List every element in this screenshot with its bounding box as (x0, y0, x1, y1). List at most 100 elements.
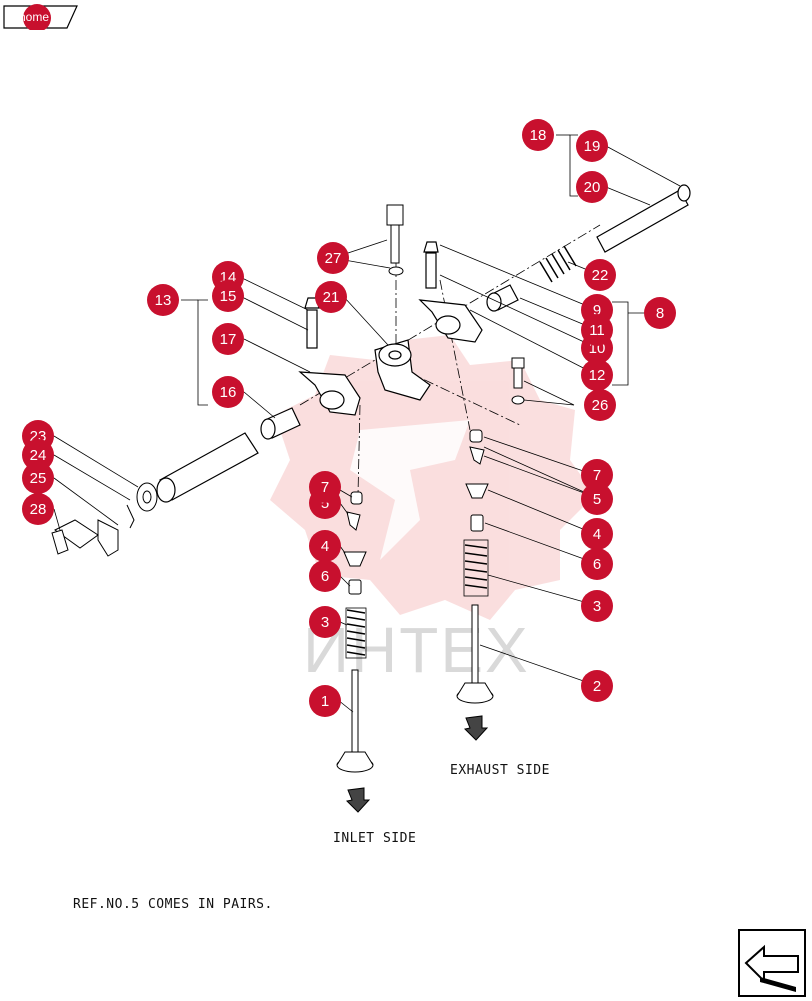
callout-bubble[interactable] (212, 376, 244, 408)
side-bolt (511, 357, 525, 405)
callout-number[interactable]: 26 (592, 397, 609, 414)
callout-number[interactable]: 2 (593, 678, 601, 695)
callout-19[interactable]: 19 (576, 130, 608, 162)
callout-number[interactable]: 21 (323, 289, 340, 306)
inlet-rocker-arm (298, 297, 361, 416)
inlet-side-label: INLET SIDE (333, 831, 417, 846)
callout-11[interactable]: 11 (581, 314, 613, 346)
callout-bubble[interactable] (581, 670, 613, 702)
callout-3[interactable]: 3 (309, 606, 341, 638)
callout-21[interactable]: 21 (315, 281, 347, 313)
callout-bubble[interactable] (147, 284, 179, 316)
callout-bubble[interactable] (212, 280, 244, 312)
callout-bubble[interactable] (581, 459, 613, 491)
callout-6[interactable]: 6 (309, 560, 341, 592)
callout-24[interactable]: 24 (22, 439, 54, 471)
callout-number[interactable]: 28 (30, 501, 47, 518)
callout-number[interactable]: 18 (530, 127, 547, 144)
callout-bubble[interactable] (309, 606, 341, 638)
callout-2[interactable]: 2 (581, 670, 613, 702)
callout-bubble[interactable] (309, 560, 341, 592)
callout-number[interactable]: 8 (656, 305, 664, 322)
callout-25[interactable]: 25 (22, 462, 54, 494)
callout-22[interactable]: 22 (584, 259, 616, 291)
callout-number[interactable]: 9 (593, 302, 601, 319)
callout-bubble[interactable] (576, 171, 608, 203)
callout-6[interactable]: 6 (581, 548, 613, 580)
callout-27[interactable]: 27 (317, 242, 349, 274)
callout-5[interactable]: 5 (581, 483, 613, 515)
home-link[interactable]: home (19, 10, 50, 24)
callout-number[interactable]: 19 (584, 138, 601, 155)
callout-number[interactable]: 7 (321, 479, 329, 496)
callout-17[interactable]: 17 (212, 323, 244, 355)
callout-number[interactable]: 1 (321, 693, 329, 710)
inlet-spring (345, 607, 367, 659)
callout-4[interactable]: 4 (309, 530, 341, 562)
callout-bubble[interactable] (581, 518, 613, 550)
shaft-end-parts (51, 482, 158, 557)
callout-20[interactable]: 20 (576, 171, 608, 203)
callout-number[interactable]: 7 (593, 467, 601, 484)
callout-number[interactable]: 6 (321, 568, 329, 585)
callout-number[interactable]: 22 (592, 267, 609, 284)
callout-15[interactable]: 15 (212, 280, 244, 312)
callout-bubble[interactable] (22, 439, 54, 471)
callout-bubble[interactable] (212, 323, 244, 355)
callout-bubble[interactable] (315, 281, 347, 313)
callout-16[interactable]: 16 (212, 376, 244, 408)
callout-bubble[interactable] (581, 548, 613, 580)
callout-number[interactable]: 25 (30, 470, 47, 487)
callout-26[interactable]: 26 (584, 389, 616, 421)
callout-number[interactable]: 3 (321, 614, 329, 631)
callout-number[interactable]: 16 (220, 384, 237, 401)
callout-18[interactable]: 18 (522, 119, 554, 151)
callout-number[interactable]: 6 (593, 556, 601, 573)
callout-number[interactable]: 4 (321, 538, 329, 555)
callout-number[interactable]: 15 (220, 288, 237, 305)
callout-number[interactable]: 4 (593, 526, 601, 543)
rocker-shaft (156, 184, 691, 503)
callout-1[interactable]: 1 (309, 685, 341, 717)
callout-bubble[interactable] (581, 314, 613, 346)
back-button[interactable] (738, 929, 806, 997)
callout-13[interactable]: 13 (147, 284, 179, 316)
home-tab[interactable]: home (3, 4, 79, 30)
callout-number[interactable]: 5 (593, 491, 601, 508)
callout-7[interactable]: 7 (309, 471, 341, 503)
callout-bubble[interactable] (522, 119, 554, 151)
callout-bubble[interactable] (309, 530, 341, 562)
callout-number[interactable]: 5 (321, 495, 329, 512)
callout-number[interactable]: 3 (593, 598, 601, 615)
callout-4[interactable]: 4 (581, 518, 613, 550)
callout-bubble[interactable] (22, 462, 54, 494)
callout-bubble[interactable] (22, 493, 54, 525)
callout-number[interactable]: 17 (220, 331, 237, 348)
support-bolt (386, 204, 404, 276)
callout-number[interactable]: 27 (325, 250, 342, 267)
callout-number[interactable]: 11 (589, 322, 605, 339)
callout-bubble[interactable] (584, 259, 616, 291)
exhaust-seal (465, 429, 489, 532)
callout-number[interactable]: 24 (30, 447, 47, 464)
callout-bubble[interactable] (581, 590, 613, 622)
callout-bubble[interactable] (644, 297, 676, 329)
callout-bubble[interactable] (317, 242, 349, 274)
callout-bubble[interactable] (309, 685, 341, 717)
callout-bubble[interactable] (309, 471, 341, 503)
callout-bubble[interactable] (581, 483, 613, 515)
callout-7[interactable]: 7 (581, 459, 613, 491)
callout-8[interactable]: 8 (644, 297, 676, 329)
callout-28[interactable]: 28 (22, 493, 54, 525)
callout-number[interactable]: 12 (589, 367, 606, 384)
callout-bubble[interactable] (581, 359, 613, 391)
callout-number[interactable]: 13 (155, 292, 172, 309)
callout-3[interactable]: 3 (581, 590, 613, 622)
callout-12[interactable]: 12 (581, 359, 613, 391)
callout-bubble[interactable] (576, 130, 608, 162)
callout-number[interactable]: 20 (584, 179, 601, 196)
callout-bubble[interactable] (584, 389, 616, 421)
